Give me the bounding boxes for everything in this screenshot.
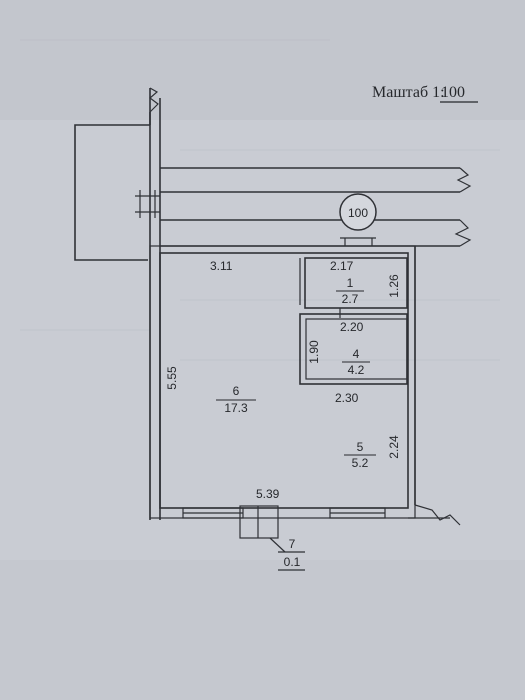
- room-area: 5.2: [352, 456, 369, 470]
- room-area: 4.2: [348, 363, 365, 377]
- dimension-room5-top: 2.30: [335, 391, 359, 405]
- room-label-6: 6 17.3: [216, 384, 256, 415]
- room-number: 4: [353, 347, 360, 361]
- room-4-outline: [299, 308, 408, 385]
- room-label-1: 1 2.7: [336, 276, 364, 306]
- room-number: 1: [347, 276, 354, 290]
- dimension-room4-left: 1.90: [307, 340, 321, 364]
- paper-shadow-bottom: [0, 560, 525, 700]
- room-area: 17.3: [224, 401, 248, 415]
- dimension-room1-top: 2.17: [330, 259, 354, 273]
- room-area: 2.7: [342, 292, 359, 306]
- apartment-walls: [149, 245, 461, 526]
- scale-value: 100: [441, 84, 465, 101]
- room-number: 6: [233, 384, 240, 398]
- room-label-7: 7 0.1: [284, 537, 301, 569]
- dimension-bottom: 5.39: [256, 487, 280, 501]
- bottom-openings: [182, 505, 386, 571]
- room-label-4: 4 4.2: [342, 347, 370, 377]
- paper-shadow-top: [0, 0, 525, 120]
- room-number: 5: [357, 440, 364, 454]
- dimension-room6-left: 5.55: [165, 366, 179, 390]
- scale-label: Маштаб 1:: [372, 84, 445, 101]
- section-marker: 100: [339, 193, 377, 246]
- dimension-room1-right: 1.26: [387, 274, 401, 298]
- room-number: 7: [289, 537, 296, 551]
- dimension-room4-top: 2.20: [340, 320, 364, 334]
- dimension-room6-top: 3.11: [210, 259, 233, 273]
- section-marker-label: 100: [348, 206, 368, 220]
- dimension-room5-right: 2.24: [387, 435, 401, 459]
- room-1-outline: [299, 257, 408, 309]
- room-label-5: 5 5.2: [344, 440, 376, 470]
- room-area: 0.1: [284, 555, 301, 569]
- bleed-through-lines: [20, 39, 500, 361]
